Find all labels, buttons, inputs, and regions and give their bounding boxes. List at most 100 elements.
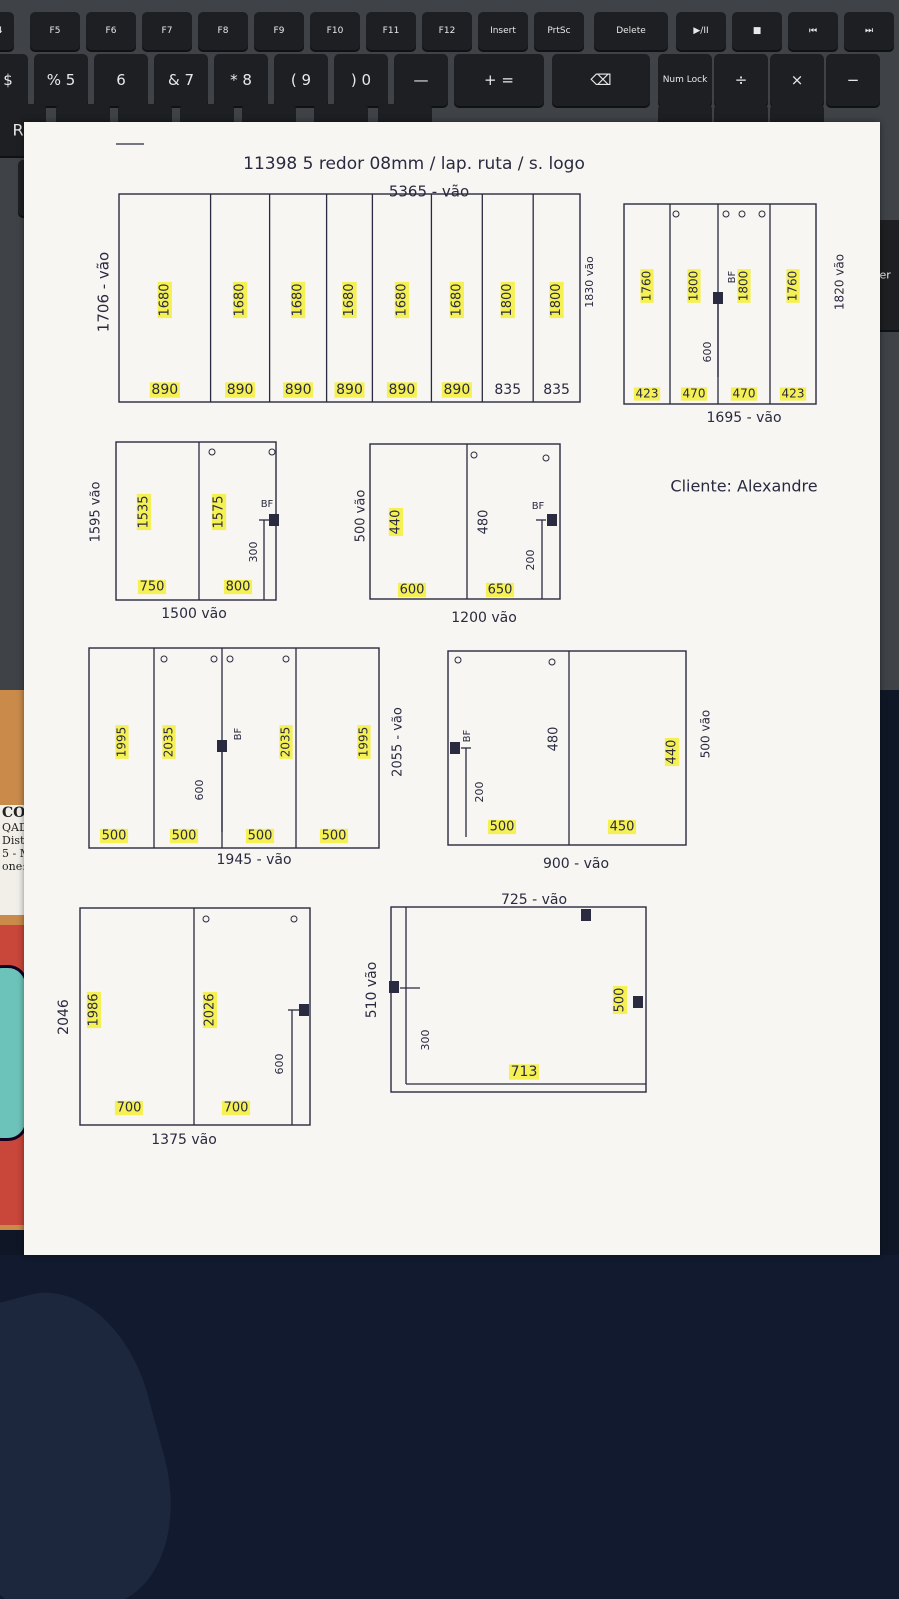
d1-frame <box>118 193 581 403</box>
d5-panel-width-1-group: 500 <box>169 829 199 844</box>
d4-panel-width-1: 650 <box>488 583 513 598</box>
d2-panel-width-3: 423 <box>782 387 805 401</box>
d7-panel-width-1: 700 <box>224 1101 249 1116</box>
d5-hinge-a <box>160 655 168 663</box>
key-f11[interactable]: F11 <box>366 12 416 50</box>
d3-door-label-group: 300 <box>247 542 260 563</box>
key-minus[interactable]: — <box>394 54 448 106</box>
key-prtsc[interactable]: PrtSc <box>534 12 584 50</box>
d5-bf-label-group: BF <box>233 727 244 740</box>
d2-panel-width-1-group: 470 <box>680 387 708 401</box>
d1-panel-height-4-group: 1680 <box>394 281 410 319</box>
key-subtract[interactable]: − <box>826 54 880 106</box>
d5-panel-width-3: 500 <box>322 829 347 844</box>
d3-width-label: 1500 vão <box>161 606 227 622</box>
d8-inner-height-label: 500 <box>613 988 628 1013</box>
d3-hinge-b <box>268 448 276 456</box>
key-f12[interactable]: F12 <box>422 12 472 50</box>
d1-panel-width-7: 835 <box>543 382 570 398</box>
d2-bf-label: BF <box>727 270 738 283</box>
d3-bf-label: BF <box>261 499 274 510</box>
key-f7[interactable]: F7 <box>142 12 192 50</box>
key-f5[interactable]: F5 <box>30 12 80 50</box>
key-stop[interactable]: ■ <box>732 12 782 50</box>
d8-height-label-group: 510 vão <box>364 962 380 1019</box>
key-multiply[interactable]: × <box>770 54 824 106</box>
d4-door-label: 200 <box>524 550 537 571</box>
d3-bf-label-group: BF <box>261 499 274 510</box>
d2-panel-width-1-highlight <box>680 387 708 401</box>
d2-frame <box>623 203 817 405</box>
d1-panel-width-0: 890 <box>151 382 178 398</box>
key-8[interactable]: * 8 <box>214 54 268 106</box>
key-f9[interactable]: F9 <box>254 12 304 50</box>
d2-hinge-c <box>738 210 746 218</box>
d1-panel-height-7: 1800 <box>549 283 564 316</box>
key-f4[interactable]: F4 <box>0 12 14 50</box>
key-play-pause[interactable]: ▶/II <box>676 12 726 50</box>
d6-height-label-group: 500 vão <box>699 710 713 759</box>
key-previous[interactable]: ⏮ <box>788 12 838 50</box>
d5-hinge-c <box>226 655 234 663</box>
d1-panel-width-6: 835 <box>494 382 521 398</box>
sketch-drawing: 11398 5 redor 08mm / lap. ruta / s. logo… <box>56 143 847 1148</box>
d6-panel-height-1-group: 440 <box>665 737 680 767</box>
d6-door-label-group: 200 <box>473 782 486 803</box>
key-f8[interactable]: F8 <box>198 12 248 50</box>
key-7[interactable]: & 7 <box>154 54 208 106</box>
d4-panel-height-0: 440 <box>389 510 404 535</box>
key-backspace[interactable]: ⌫ <box>552 54 650 106</box>
key-9[interactable]: ( 9 <box>274 54 328 106</box>
d1-height-label-group: 1706 - vão <box>95 252 113 332</box>
d1-panel-height-7-highlight <box>549 281 564 319</box>
d3-hinge-a <box>208 448 216 456</box>
d4-panel-width-0-highlight <box>397 582 427 598</box>
d7-panel-width-1-group: 700 <box>221 1101 251 1116</box>
key-insert[interactable]: Insert <box>478 12 528 50</box>
d2-panel-height-2-group: 1800 <box>737 269 751 303</box>
key-5[interactable]: % 5 <box>34 54 88 106</box>
d6-frame <box>447 650 687 846</box>
d4-panel-width-0: 600 <box>400 583 425 598</box>
d2-panel-height-0: 1760 <box>640 271 654 302</box>
d8-inner-width-label: 713 <box>511 1064 538 1080</box>
d5-width-label-group: 1945 - vão <box>216 852 291 868</box>
d1-panel-width-1-group: 890 <box>225 382 256 398</box>
key-0[interactable]: ) 0 <box>334 54 388 106</box>
d8-lock-right <box>633 996 643 1008</box>
d3-panel-height-1-group: 1575 <box>212 493 227 531</box>
d2-height-label: 1820 vão <box>833 254 847 310</box>
key-f10[interactable]: F10 <box>310 12 360 50</box>
d1-panel-height-7-group: 1800 <box>549 281 564 319</box>
d5-door-label-group: 600 <box>193 780 206 801</box>
d5-lock <box>217 740 227 752</box>
d4-lock <box>547 514 557 526</box>
key-delete[interactable]: Delete <box>594 12 668 50</box>
d5-panel-width-3-highlight <box>319 828 349 844</box>
client-name: Cliente: Alexandre <box>670 477 817 496</box>
d6-panel-width-0-group: 500 <box>487 820 517 835</box>
key-f6[interactable]: F6 <box>86 12 136 50</box>
d1-panel-height-6-group: 1800 <box>500 281 515 319</box>
key-equals[interactable]: + = <box>454 54 544 106</box>
d4-height-label-group: 500 vão <box>354 490 369 543</box>
d1-panel-height-3-group: 1680 <box>342 281 357 319</box>
d5-frame <box>88 647 380 849</box>
d6-panel-width-1-group: 450 <box>607 820 637 835</box>
d6-panel-width-1: 450 <box>610 820 635 835</box>
d8-door-label-group: 300 <box>419 1030 432 1051</box>
key-num-lock[interactable]: Num Lock <box>658 54 712 106</box>
d1-panel-height-4-highlight <box>394 281 410 319</box>
key-divide[interactable]: ÷ <box>714 54 768 106</box>
d7-panel-height-0-highlight <box>86 991 102 1029</box>
d5-panel-width-0-group: 500 <box>99 829 129 844</box>
key-next[interactable]: ⏭ <box>844 12 894 50</box>
d3-lock <box>269 514 279 526</box>
key-dollar[interactable]: $ <box>0 54 28 106</box>
d8-inner-width-label-group: 713 <box>508 1064 540 1080</box>
key-6[interactable]: 6 <box>94 54 148 106</box>
d7-width-label-group: 1375 vão <box>151 1132 217 1148</box>
d7-frame <box>79 907 311 1126</box>
d4-door-label-group: 200 <box>524 550 537 571</box>
d5-panel-height-1-group: 2035 <box>162 725 176 759</box>
